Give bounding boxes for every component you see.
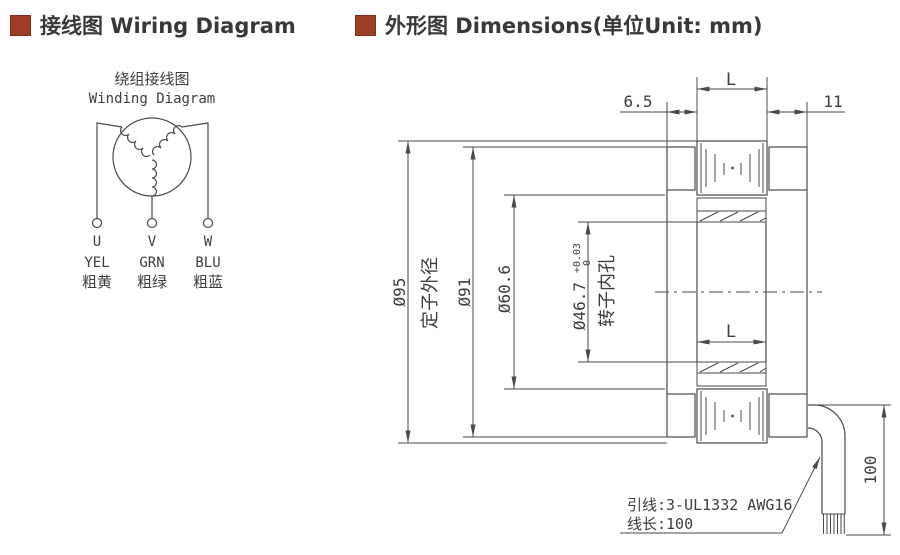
terminal-v <box>146 217 158 229</box>
dim-lead-length: 100 <box>861 456 880 485</box>
winding-title-en: Winding Diagram <box>89 91 215 107</box>
dim-overhang-right: 11 <box>823 92 842 111</box>
dim-winding-od: Ø91 <box>455 278 474 307</box>
coil-phase-v <box>151 159 158 197</box>
winding-endturn-right-top <box>768 146 808 191</box>
terminal-w-code: BLU <box>195 255 220 271</box>
rotor-hatch-bottom <box>699 362 767 373</box>
stator-circle <box>112 117 192 197</box>
section-title-dimensions: 外形图 Dimensions(单位Unit: mm) <box>385 14 763 38</box>
stator-core-top <box>696 140 768 196</box>
terminal-w-cn: 粗蓝 <box>193 273 223 291</box>
lead-note: 引线:3-UL1332 AWG16 线长:100 <box>620 456 821 534</box>
terminal-v-id: V <box>148 234 157 250</box>
winding-endturn-right-bottom <box>768 393 808 438</box>
coil-phase-u <box>119 126 151 158</box>
section-title-wiring: 接线图 Wiring Diagram <box>40 14 296 38</box>
dim-overhang-left: 6.5 <box>624 92 653 111</box>
dim-rotor-bore: Ø46.7 <box>570 282 589 330</box>
lead-note-line2: 线长:100 <box>627 515 693 533</box>
rotor-hatch-top <box>699 211 767 222</box>
lamination-marks-bottom <box>700 391 764 441</box>
dim-stack-length-bottom: L <box>726 322 736 342</box>
lead-w <box>181 122 209 219</box>
lead-u <box>96 122 123 219</box>
terminal-u-cn: 粗黄 <box>82 273 112 291</box>
winding-diagram: 绕组接线图 Winding Diagram U V W YEL GRN BLU … <box>82 70 223 291</box>
dim-stator-od: Ø95 <box>390 278 409 307</box>
section-header-dimensions: 外形图 Dimensions(单位Unit: mm) <box>355 10 763 40</box>
dim-rotor-bore-tol-lower: 0 <box>582 260 593 266</box>
coil-phase-w <box>151 124 183 156</box>
lead-note-line1: 引线:3-UL1332 AWG16 <box>627 496 792 514</box>
terminal-v-cn: 粗绿 <box>137 273 167 291</box>
rotor-ring-top <box>696 210 767 223</box>
section-bullet-icon <box>355 14 376 36</box>
winding-endturn-left-top <box>666 146 696 191</box>
dim-stack-length-top: L <box>726 70 736 90</box>
section-bullet-icon <box>10 14 31 36</box>
section-header-wiring: 接线图 Wiring Diagram <box>10 10 296 40</box>
dim-rotor-bore-tol-upper: +0.03 <box>572 243 583 273</box>
winding-endturn-left-bottom <box>666 393 696 438</box>
lamination-marks-top <box>700 143 764 193</box>
terminal-w-id: W <box>204 234 213 250</box>
wire-strands <box>823 514 845 534</box>
magnet-band-bottom <box>696 372 767 387</box>
outline-drawing: 引线:3-UL1332 AWG16 线长:100 L 6.5 11 L Ø95 … <box>390 70 891 536</box>
terminal-w <box>202 217 214 229</box>
terminal-u <box>91 217 103 229</box>
dim-stator-od-note: 定子外径 <box>420 257 441 329</box>
magnet-band-top <box>696 197 767 212</box>
dim-rotor-bore-note: 转子内孔 <box>597 255 618 327</box>
dimension-lines <box>405 86 887 535</box>
winding-title-cn: 绕组接线图 <box>114 70 189 88</box>
terminal-u-id: U <box>93 234 101 250</box>
stator-core-bottom <box>696 388 768 444</box>
dim-stator-bore: Ø60.6 <box>495 265 514 313</box>
terminal-u-code: YEL <box>84 255 109 271</box>
terminal-v-code: GRN <box>139 255 164 271</box>
